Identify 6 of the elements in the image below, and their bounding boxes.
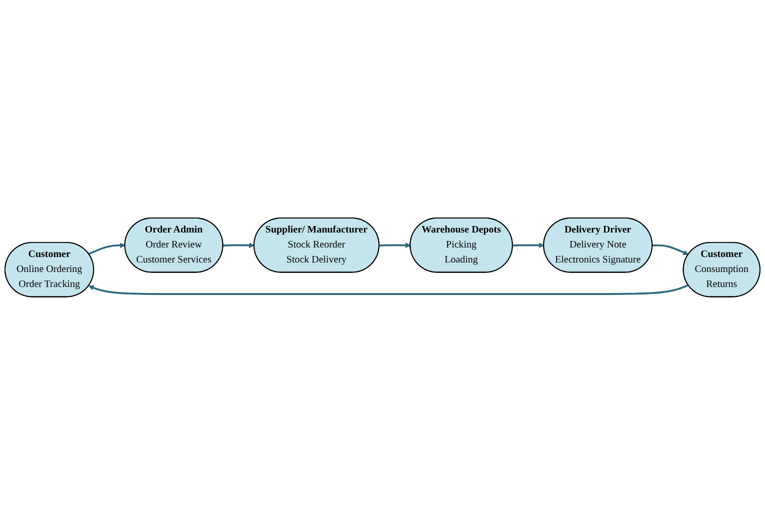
arrow [512, 242, 544, 248]
arrow [652, 244, 689, 255]
arrow [88, 242, 126, 254]
arrow [379, 242, 411, 248]
arrow [223, 242, 255, 248]
arrow [88, 284, 689, 295]
